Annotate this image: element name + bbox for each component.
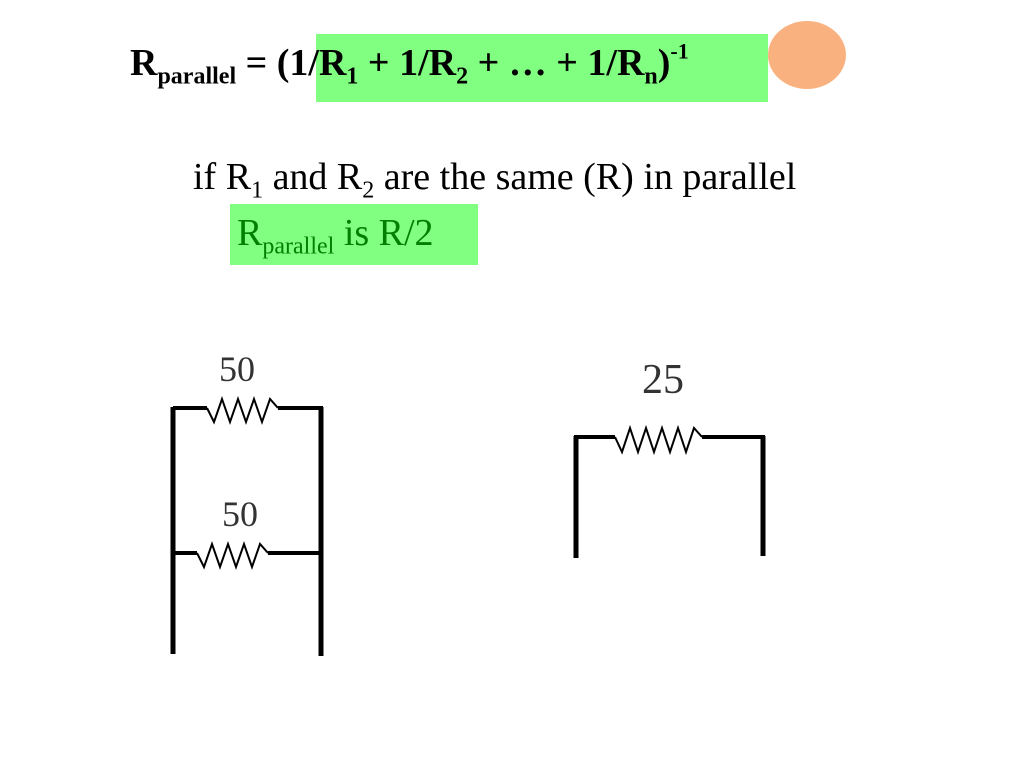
result-highlight [230, 204, 478, 265]
formula-term-n-sub: n [644, 63, 658, 90]
top-resistor-zigzag [206, 395, 279, 426]
parallel-circuit [170, 395, 324, 656]
result-sub: parallel [262, 233, 335, 260]
formula-lhs-sub: parallel [157, 63, 237, 90]
exponent-highlight [768, 21, 846, 89]
formula-lhs: R [130, 42, 158, 84]
bottom-resistor-zigzag [196, 540, 269, 571]
top-resistor-label: 50 [219, 349, 255, 389]
formula-term-1: 1/R [289, 42, 347, 84]
statement-sub-2: 2 [362, 177, 375, 204]
formula-open-paren: ( [276, 42, 290, 84]
equiv-resistor-zigzag [614, 424, 703, 456]
formula-ellipsis: + … + [468, 42, 588, 84]
formula-close-paren: ) [657, 42, 671, 84]
equivalent-circuit [573, 424, 766, 558]
statement-part-1: if R [193, 156, 252, 198]
formula-term-1-sub: 1 [346, 63, 359, 90]
parallel-resistance-formula: Rparallel = (1/R1 + 1/R2 + … + 1/Rn)-1 [130, 40, 689, 88]
formula-term-n: 1/R [587, 42, 645, 84]
equal-resistor-statement: if R1 and R2 are the same (R) in paralle… [193, 156, 797, 202]
equivalent-resistor-label: 25 [642, 357, 684, 403]
formula-term-2-sub: 2 [456, 63, 469, 90]
formula-equals: = [236, 42, 277, 84]
statement-part-2: and R [263, 156, 363, 198]
bottom-resistor-label: 50 [222, 494, 258, 534]
statement-part-3: are the same (R) in parallel [374, 156, 797, 198]
formula-plus-1: + [358, 42, 400, 84]
formula-exponent: -1 [670, 38, 689, 64]
statement-sub-1: 1 [251, 177, 264, 204]
result-rest: is R/2 [334, 212, 434, 254]
parallel-result-text: Rparallel is R/2 [237, 212, 434, 258]
formula-term-2: 1/R [399, 42, 457, 84]
formula-sum-highlight [316, 34, 768, 102]
result-base: R [237, 212, 263, 254]
